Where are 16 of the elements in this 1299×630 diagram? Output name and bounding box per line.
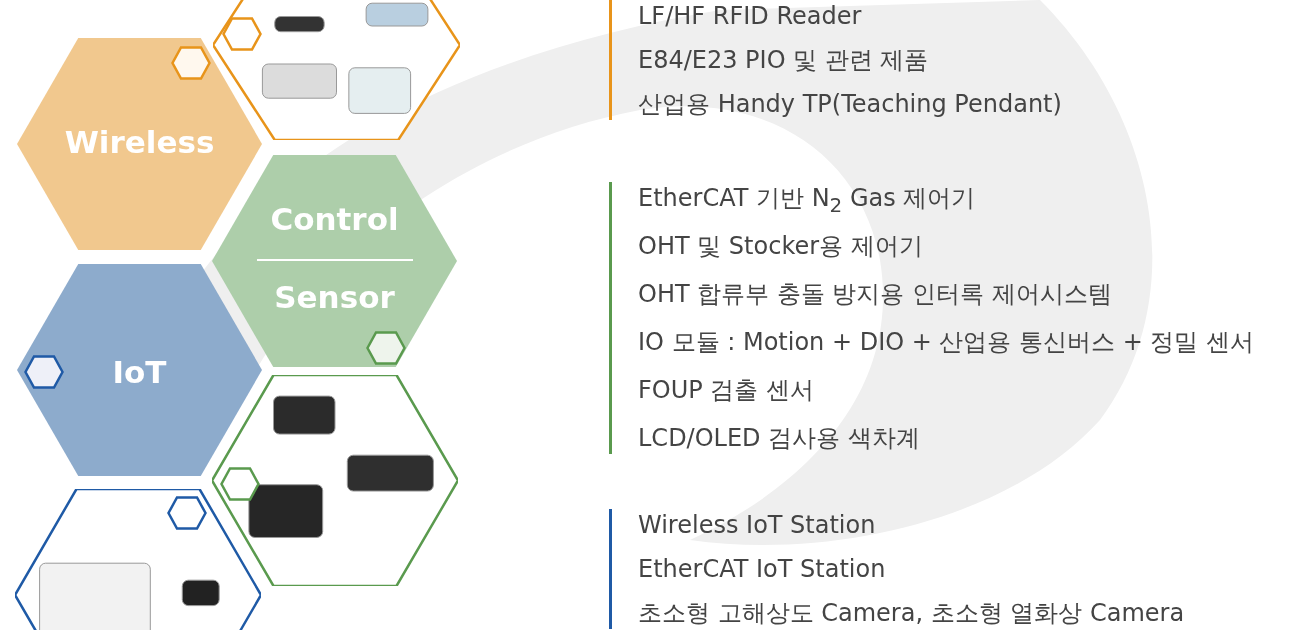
product-item-text: EtherCAT 기반 N$_{2}$ Gas 제어기: [638, 184, 976, 219]
category-label: IoT: [112, 354, 167, 390]
product-item-text: LF/HF RFID Reader: [638, 2, 862, 30]
product-item-text: 초소형 고해상도 Camera, 초소형 열화상 Camera: [638, 599, 1185, 627]
category-label: Wireless: [64, 124, 215, 160]
product-item-text: OHT 합류부 충돌 방지용 인터록 제어시스템: [638, 280, 1112, 308]
product-item-text: IO 모듈 : Motion + DIO + 산업용 통신버스 + 정밀 센서: [638, 328, 1255, 356]
product-item-text: Wireless IoT Station: [638, 511, 876, 539]
category-label: Control: [270, 201, 399, 237]
product-item-text: 산업용 Handy TP(Teaching Pendant): [638, 90, 1062, 118]
category-label: Sensor: [274, 279, 395, 315]
product-item-text: E84/E23 PIO 및 관련 제품: [638, 46, 929, 74]
product-item-text: EtherCAT IoT Station: [638, 555, 886, 583]
product-item-text: LCD/OLED 검사용 색차계: [638, 424, 920, 452]
product-item-text: OHT 및 Stocker용 제어기: [638, 232, 923, 260]
product-item-text: FOUP 검출 센서: [638, 376, 814, 404]
